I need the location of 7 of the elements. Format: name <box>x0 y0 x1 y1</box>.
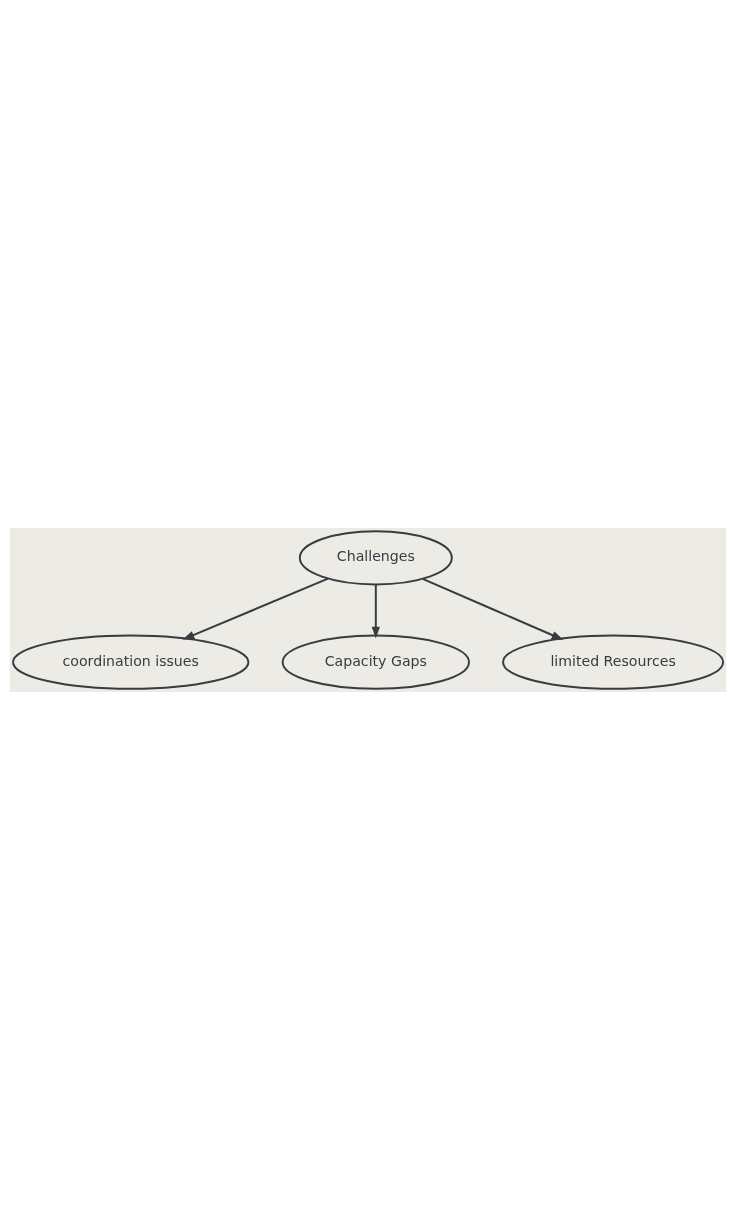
node-ellipse: limited Resources <box>502 634 725 690</box>
node-ellipse: Capacity Gaps <box>281 634 470 690</box>
arrow <box>182 577 329 640</box>
node-ellipse: Challenges <box>298 530 453 586</box>
node-ellipse: coordination issues <box>12 634 250 690</box>
arrow <box>371 583 380 639</box>
arrow <box>421 577 564 640</box>
